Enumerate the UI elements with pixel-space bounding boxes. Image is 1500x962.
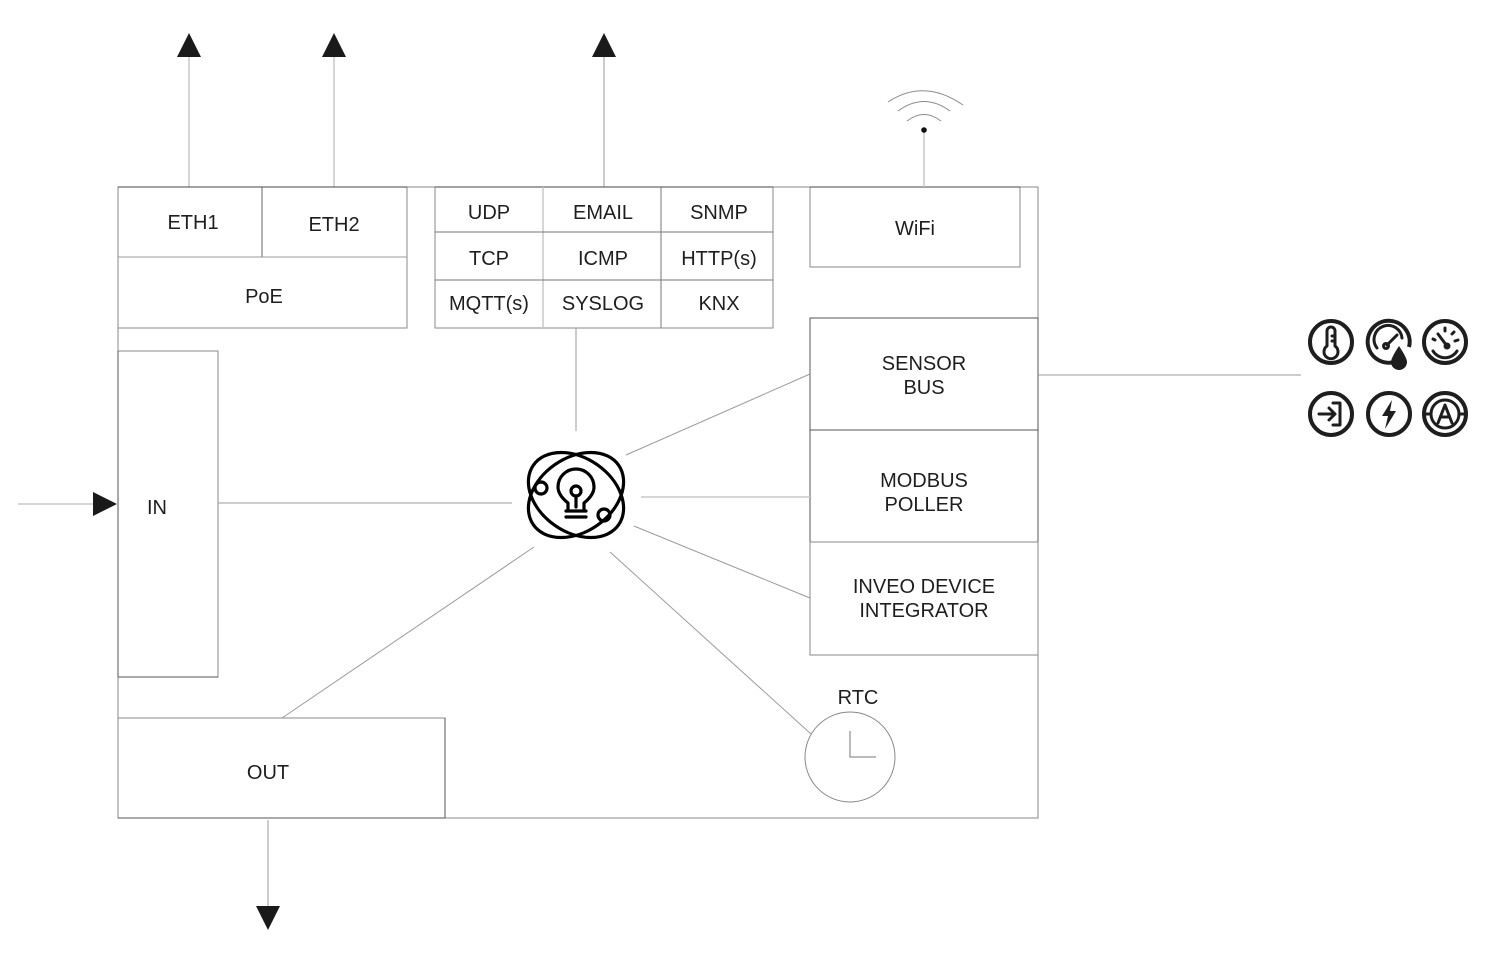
rtc-block: RTC [804,687,896,803]
out-frame[interactable] [117,717,446,819]
eth2-uplink-arrow [322,33,346,187]
arrow-right-icon [93,492,117,516]
power-icon [1366,391,1412,437]
sensor-bus-label-line1: SENSOR [882,353,966,375]
arrow-down-icon [256,906,280,930]
arrow-up-icon [322,33,346,57]
protocol-cell: KNX [698,293,739,315]
in-label: IN [147,497,167,519]
modbus-poller-label-line1: MODBUS [880,470,968,492]
protocols-uplink-arrow [592,33,616,187]
in-frame[interactable] [117,350,219,678]
hub-connections [218,328,812,735]
wifi-frame [809,186,1021,268]
rtc-label: RTC [838,687,879,709]
protocol-cell: TCP [469,248,509,270]
poe-label: PoE [245,286,283,308]
protocols-grid: UDP EMAIL SNMP TCP ICMP HTTP(s) MQTT(s) SYSLOG K… [434,186,774,329]
protocol-cell: SNMP [690,202,748,224]
wifi-block: WiFi [809,90,1021,268]
inveo-integrator-label-line1: INVEO DEVICE [853,576,995,598]
digital-input-icon [1308,391,1354,437]
arrow-up-icon [592,33,616,57]
protocol-cell: UDP [468,202,510,224]
protocol-cell: EMAIL [573,202,633,224]
protocols-frame [434,186,774,329]
pressure-gauge-icon [1422,319,1468,365]
protocol-cell: ICMP [578,248,628,270]
eth2-label: ETH2 [308,214,359,236]
sensor-bus-label-line2: BUS [903,377,944,399]
arrow-up-icon [177,33,201,57]
protocol-cell: HTTP(s) [681,248,757,270]
sensor-bus-module[interactable] [809,317,1039,431]
current-ampere-icon [1422,391,1468,437]
protocol-cell: MQTT(s) [449,293,529,315]
modules-stack: SENSOR BUS MODBUS POLLER INVEO DEVICE IN… [809,317,1039,656]
wifi-label: WiFi [895,218,935,240]
input-block: IN [18,350,219,678]
eth1-label: ETH1 [167,212,218,234]
inveo-integrator-label-line2: INTEGRATOR [859,600,988,622]
humidity-gauge-icon [1365,318,1412,370]
wifi-antenna-icon [887,90,964,133]
inveo-device-integrator-module[interactable] [809,541,1039,656]
atom-lightbulb-icon [526,450,626,540]
protocol-cell: SYSLOG [562,293,644,315]
modbus-poller-label-line2: POLLER [885,494,964,516]
thermometer-icon [1308,319,1354,365]
output-block: OUT [117,717,446,930]
ethernet-block: ETH1 ETH2 PoE [117,186,408,329]
sensor-icons [1308,318,1468,437]
eth1-uplink-arrow [177,33,201,187]
out-label: OUT [247,762,289,784]
